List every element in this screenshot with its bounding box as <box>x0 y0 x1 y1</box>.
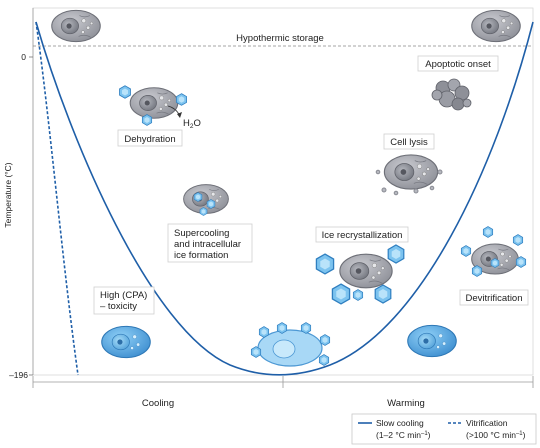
ice-crystal-bottom-6 <box>318 354 330 366</box>
ice-crystal-devit-2 <box>482 226 494 238</box>
ice-crystal-intracellular-2 <box>206 199 216 209</box>
ice-crystal-recryst-3 <box>331 283 351 305</box>
ice-crystal-dehydration-3 <box>141 114 153 126</box>
cell-bottom-nucleus <box>272 339 296 359</box>
ice-crystal-dehydration-2 <box>176 93 187 106</box>
ice-crystal-intracellular-3 <box>199 207 208 216</box>
phase-cooling: Cooling <box>142 398 174 409</box>
cell-hypothermic-right <box>471 9 521 43</box>
cell-dehydration <box>129 87 179 119</box>
cell-warmed <box>407 324 457 358</box>
ice-crystal-bottom-2 <box>258 326 270 338</box>
y-tick-label-0: 0 <box>21 52 26 62</box>
water-label: H2O <box>183 118 201 130</box>
cell-hypothermic-left <box>51 9 101 43</box>
high-cpa-box <box>93 286 155 315</box>
ice-crystal-recryst-1 <box>315 253 335 275</box>
supercooling-label: Supercooling and intracellular ice forma… <box>174 228 244 261</box>
legend-vitrification-label: Vitrification <box>466 418 508 428</box>
apoptotic-onset-box <box>417 55 499 72</box>
slow-cooling-curve <box>35 21 534 376</box>
ice-recrystallization-box <box>315 226 409 243</box>
legend-vitrification-rate: (>100 °C min–1) <box>466 430 526 440</box>
high-cpa-label: High (CPA) – toxicity <box>100 290 150 312</box>
ice-crystal-bottom-5 <box>319 334 331 346</box>
ice-crystal-devit-1 <box>460 245 472 257</box>
legend-slow-label: Slow cooling <box>376 418 424 428</box>
legend-slow-rate: (1–2 °C min–1) <box>376 430 431 440</box>
ice-recrystallization-label: Ice recrystallization <box>322 230 403 241</box>
cell-ice-recrystallization <box>339 253 393 289</box>
ice-crystal-recryst-5 <box>352 289 364 301</box>
ice-crystal-devit-4 <box>515 256 527 268</box>
ice-crystal-devit-6 <box>490 258 500 268</box>
legend-box <box>351 413 537 445</box>
y-axis-label: Temperature (°C) <box>3 162 13 227</box>
cell-lysis-box <box>383 133 435 150</box>
ice-crystal-bottom-4 <box>300 322 312 334</box>
apoptotic-onset-label: Apoptotic onset <box>425 59 491 70</box>
ice-crystal-intracellular-1 <box>193 192 203 202</box>
dehydration-box <box>117 129 183 147</box>
ice-crystal-bottom-3 <box>276 322 288 334</box>
hypothermic-storage-label: Hypothermic storage <box>236 33 324 44</box>
apoptotic-cell <box>431 78 472 111</box>
ice-crystal-devit-3 <box>512 234 524 246</box>
cell-high-cpa <box>101 325 151 359</box>
devitrification-label: Devitrification <box>465 293 522 304</box>
supercooling-box <box>167 223 253 263</box>
dehydration-label: Dehydration <box>124 134 175 145</box>
cell-lysis-label: Cell lysis <box>390 137 428 148</box>
ice-crystal-dehydration-1 <box>119 85 131 99</box>
water-arrow-head <box>177 112 182 118</box>
y-tick-label-196: –196 <box>9 370 28 380</box>
ice-crystal-recryst-4 <box>374 284 392 304</box>
vitrification-curve <box>35 21 79 376</box>
ice-crystal-recryst-2 <box>387 244 405 264</box>
cell-lysis <box>383 154 439 190</box>
ice-crystal-bottom-1 <box>250 346 262 358</box>
lysis-fragments <box>375 169 443 196</box>
phase-warming: Warming <box>387 398 425 409</box>
devitrification-box <box>459 289 529 306</box>
ice-crystal-devit-5 <box>471 265 483 277</box>
